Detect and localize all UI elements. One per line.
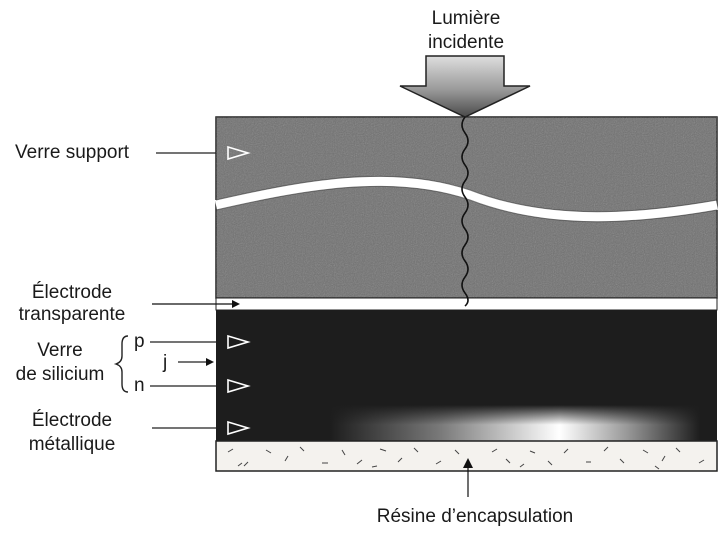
glass-grain-texture [216, 117, 717, 298]
n-pointer-icon [227, 378, 251, 394]
resin-texture [227, 446, 705, 470]
p-pointer-icon [227, 334, 251, 350]
light-label-line2: incidente [427, 32, 505, 53]
pn-bracket [113, 335, 129, 393]
p-label: p [134, 331, 145, 352]
electrode-metallique-label-1: Électrode [31, 410, 113, 431]
verre-support-label: Verre support [15, 142, 130, 163]
resine-pointer-icon [463, 458, 473, 468]
j-label: j [163, 352, 168, 373]
verre-silicium-label-1: Verre [37, 340, 83, 361]
light-label-line1: Lumière [431, 8, 501, 29]
n-label: n [134, 375, 145, 396]
resine-label: Résine d’encapsulation [376, 506, 574, 527]
verre-silicium-label-2: de silicium [15, 364, 105, 385]
electrode-transparente-label-2: transparente [18, 304, 126, 325]
electrode-metallique-pointer-icon [227, 420, 251, 436]
electrode-metallique-label-2: métallique [28, 434, 116, 455]
verre-support-pointer-icon [227, 145, 251, 161]
incident-light-arrow-icon [399, 55, 531, 118]
light-path [461, 116, 469, 307]
glass-wave-line [214, 176, 718, 222]
electrode-transparente-label-1: Électrode [31, 282, 113, 303]
